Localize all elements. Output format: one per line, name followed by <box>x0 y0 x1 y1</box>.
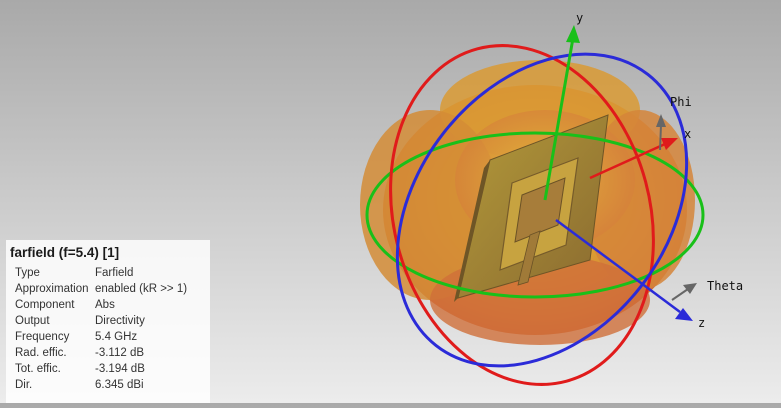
antenna-structure[interactable] <box>454 114 609 302</box>
axis-z <box>555 218 681 314</box>
axis-y <box>543 37 575 201</box>
farfield-title: farfield (f=5.4) [1] <box>10 245 120 260</box>
info-label: Tot. effic. <box>15 363 61 375</box>
antenna-slot <box>514 177 566 243</box>
info-value: enabled (kR >> 1) <box>95 283 188 295</box>
info-label: Component <box>15 299 75 311</box>
axis-x-arrowhead <box>661 138 678 150</box>
theta-vector <box>671 288 689 301</box>
axis-label-phi: Phi <box>670 95 692 109</box>
info-value: -3.194 dB <box>95 363 145 375</box>
info-label: Type <box>15 267 40 279</box>
ring-theta-plane <box>395 52 689 368</box>
phi-arrowhead-icon <box>656 114 666 127</box>
info-value: 5.4 GHz <box>95 331 138 343</box>
theta-arrowhead-icon <box>683 283 697 294</box>
info-value: Farfield <box>95 267 134 279</box>
phi-vector <box>659 124 662 151</box>
info-label: Frequency <box>15 331 70 343</box>
info-value: Directivity <box>95 315 145 327</box>
antenna-feed-line <box>517 230 541 286</box>
antenna-substrate-edge <box>454 160 490 302</box>
info-value: 6.345 dBi <box>95 379 144 391</box>
axis-label-y: y <box>576 11 583 25</box>
axis-label-z: z <box>698 316 705 330</box>
ring-horizontal <box>365 131 705 299</box>
farfield-info-panel: farfield (f=5.4) [1] Type Farfield Appro… <box>6 240 210 403</box>
axis-z-arrowhead <box>675 308 693 321</box>
info-value: -3.112 dB <box>95 347 145 359</box>
info-value: Abs <box>95 299 115 311</box>
info-label: Output <box>15 315 50 327</box>
info-label: Rad. effic. <box>15 347 67 359</box>
info-label: Approximation <box>15 283 89 295</box>
axis-label-theta: Theta <box>707 279 743 293</box>
axis-y-arrowhead <box>566 25 580 43</box>
axis-label-x: x <box>684 127 691 141</box>
axis-x <box>589 142 666 180</box>
info-label: Dir. <box>15 379 33 391</box>
